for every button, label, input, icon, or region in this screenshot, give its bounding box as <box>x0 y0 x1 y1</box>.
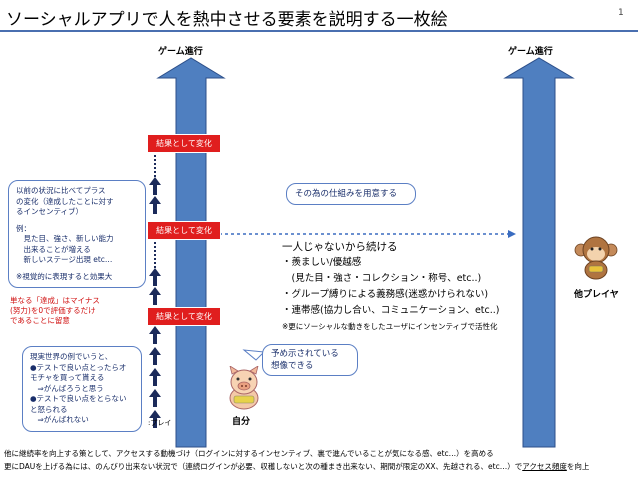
callout-tail <box>242 349 266 361</box>
step-arrows <box>149 177 161 428</box>
example-line: ⇒がんばれない <box>30 415 89 424</box>
note-line: 新しいステージ出現 etc… <box>16 255 113 264</box>
small-arrow-icon <box>149 389 161 407</box>
title-divider <box>0 30 638 32</box>
example-line: ⇒がんばろうと思う <box>30 383 104 393</box>
list-item: (見た目・強さ・コレクション・称号、etc..) <box>282 273 482 284</box>
social-reasons-list: 一人じゃないから続ける ・羨ましい/優越感 (見た目・強さ・コレクション・称号、… <box>282 239 500 335</box>
note-line: 以前の状況に比べてプラス <box>16 186 106 195</box>
note-line: 見た目、強さ、新しい能力 <box>16 234 114 243</box>
progress-arrow-left <box>156 57 226 448</box>
note-line: の変化（達成したことに対す <box>16 196 114 206</box>
small-arrow-icon <box>149 347 161 365</box>
small-arrow-icon <box>149 368 161 386</box>
result-change-box: 結果として変化 <box>147 134 221 153</box>
progress-arrow-right <box>503 57 575 448</box>
example-line: と怒られる <box>30 404 68 414</box>
axis-label-right: ゲーム進行 <box>508 47 553 57</box>
list-item: ・羨ましい/優越感 <box>282 257 362 268</box>
footer-line: 他に継続率を向上する策として、アクセスする動機づけ（ログインに対するインセンティ… <box>4 449 494 458</box>
footer-suffix: を向上 <box>566 462 590 471</box>
note-line: るインセンティブ） <box>16 207 84 216</box>
small-arrow-icon <box>149 268 161 286</box>
small-arrow-icon <box>149 177 161 195</box>
mechanism-box: その為の仕組みを用意する <box>286 183 416 205</box>
footer-line: 更にDAUを上げる為には、のんびり出来ない状況で（連続ログインが必要、収穫しない… <box>4 460 589 473</box>
warning-line: であることに留意 <box>10 316 70 325</box>
other-player-label: 他プレイヤ <box>574 290 619 300</box>
result-change-box: 結果として変化 <box>147 307 221 326</box>
self-label: 自分 <box>232 417 251 427</box>
mechanism-text: その為の仕組みを用意する <box>295 189 398 199</box>
note-line: 例： <box>16 223 31 233</box>
note-line: 出来ることが増える <box>16 244 91 254</box>
access-frequency-text: アクセス頻度 <box>522 462 567 471</box>
incentive-note: 以前の状況に比べてプラス の変化（達成したことに対す るインセンティブ） 例： … <box>8 180 146 288</box>
note-line: ※視覚的に表現すると効果大 <box>16 271 113 281</box>
list-item: ・連帯感(協力し合い、コミュニケーション、etc..) <box>282 305 500 316</box>
self-character-icon <box>229 366 259 410</box>
predicted-line: 想像できる <box>271 361 314 371</box>
predicted-line: 予め示されている <box>271 349 339 359</box>
play-label: :プレイ <box>148 419 172 427</box>
warning-note: 単なる「達成」はマイナス (努力)を0で評価するだけ であることに留意 <box>10 296 100 326</box>
predicted-box: 予め示されている 想像できる <box>262 344 358 376</box>
example-line: ●テストで良い点をとらない <box>30 394 127 403</box>
example-line: ●テストで良い点とったらオ <box>30 362 127 372</box>
list-note: ※更にソーシャルな動きをしたユーザにインセンティブで活性化 <box>282 322 498 331</box>
example-line: モチャを買って貰える <box>30 373 105 382</box>
small-arrow-icon <box>149 410 161 428</box>
dotted-arrowhead <box>508 230 516 238</box>
list-heading: 一人じゃないから続ける <box>282 241 398 253</box>
example-line: 現実世界の例でいうと、 <box>30 352 113 361</box>
warning-line: 単なる「達成」はマイナス <box>10 296 100 305</box>
slide-title: ソーシャルアプリで人を熱中させる要素を説明する一枚絵 <box>6 10 448 30</box>
footer-prefix: 更にDAUを上げる為には、のんびり出来ない状況で（連続ログインが必要、収穫しない… <box>4 462 523 471</box>
footer-text: 他に継続率を向上する策として、アクセスする動機づけ（ログインに対するインセンティ… <box>4 447 589 473</box>
small-arrow-icon <box>149 196 161 214</box>
list-item: ・グループ縛りによる義務感(迷惑かけられない) <box>282 289 489 300</box>
real-world-example-note: 現実世界の例でいうと、 ●テストで良い点とったらオ モチャを買って貰える ⇒がん… <box>22 346 142 432</box>
warning-line: (努力)を0で評価するだけ <box>10 306 96 315</box>
axis-label-left: ゲーム進行 <box>158 47 203 57</box>
other-player-icon <box>574 236 618 280</box>
page-number: 1 <box>618 8 624 18</box>
small-arrow-icon <box>149 326 161 344</box>
small-arrow-icon <box>149 287 161 305</box>
result-change-box: 結果として変化 <box>147 221 221 240</box>
